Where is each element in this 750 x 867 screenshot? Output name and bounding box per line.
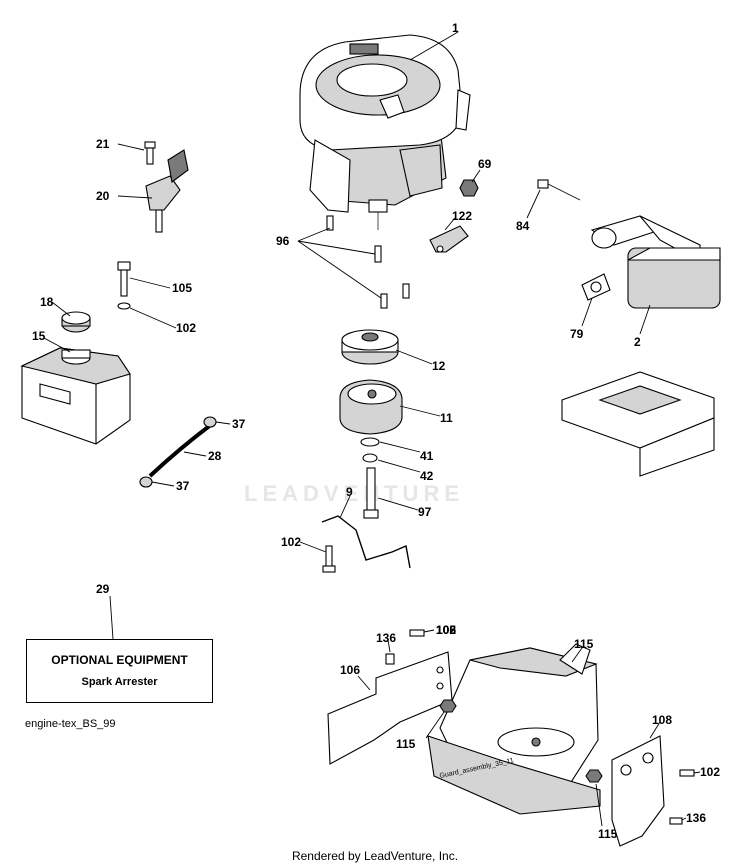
callout-11: 11 (440, 411, 453, 425)
nut-115-left-part[interactable] (439, 699, 457, 713)
callout-37-bottom: 37 (176, 479, 190, 493)
callout-69: 79 (570, 327, 584, 341)
bolt-79-part[interactable] (537, 179, 581, 201)
callout-9: 9 (346, 485, 353, 499)
callout-97: 105 (172, 281, 192, 295)
screw-136-right-part[interactable] (669, 817, 683, 825)
callout-20: 20 (96, 189, 110, 203)
callout-102-right-visible-label: 102 (700, 765, 720, 779)
watermark: LEADVENTURE (244, 481, 465, 506)
callout-136-right: 136 (686, 811, 706, 825)
bracket-122-part[interactable] (429, 225, 469, 253)
guard-108-part[interactable] (427, 643, 601, 815)
reference-code: engine-tex_BS_99 (25, 718, 116, 730)
screw-21-part[interactable] (144, 141, 156, 165)
callout-136-top: 136 (376, 631, 396, 645)
fuel-tank-15-part[interactable] (20, 347, 131, 445)
callout-105: 106 (340, 663, 360, 677)
gasket-69-part[interactable] (581, 273, 611, 301)
screw-102-right-part[interactable] (679, 769, 695, 777)
callout-41: 41 (420, 449, 434, 463)
rod-9-part[interactable] (321, 515, 411, 569)
callout-45: 69 (478, 157, 492, 171)
callout-12: 12 (432, 359, 446, 373)
callout-96: 102 (176, 321, 196, 335)
screw-102-top-part[interactable] (409, 629, 425, 637)
callout-15: 15 (32, 329, 46, 343)
callout-29: 29 (96, 582, 110, 596)
screw-97-part[interactable] (117, 261, 131, 297)
side-plate-106-part[interactable] (611, 735, 665, 847)
spark-arrester-label: Spark Arrester (81, 676, 158, 688)
clutch-11-part[interactable] (339, 379, 403, 435)
nut-45-part[interactable] (459, 179, 479, 197)
optional-equipment-box: OPTIONAL EQUIPMENT Spark Arrester (26, 639, 213, 703)
frame-bracket-part[interactable] (561, 371, 715, 477)
callout-37-top: 37 (232, 417, 246, 431)
muffler-part[interactable] (590, 215, 721, 309)
screw-136-top-part[interactable] (385, 653, 395, 665)
callout-102-top: 106 (436, 623, 456, 637)
bolt-90-part[interactable] (322, 545, 336, 573)
callout-28: 28 (208, 449, 222, 463)
fuel-cap-18-part[interactable] (61, 311, 91, 333)
footer-credit: Rendered by LeadVenture, Inc. (291, 849, 459, 863)
callout-79: 84 (516, 219, 530, 233)
callout-84: 96 (276, 234, 290, 248)
washer-96-part[interactable] (117, 302, 131, 310)
washer-42-part[interactable] (362, 453, 378, 463)
washer-41-part[interactable] (360, 437, 380, 447)
nut-115-right-part[interactable] (585, 769, 603, 783)
pulley-12-part[interactable] (341, 329, 399, 365)
callout-122: 122 (452, 209, 472, 223)
callout-2: 2 (634, 335, 641, 349)
optional-equipment-title: OPTIONAL EQUIPMENT (51, 653, 188, 667)
callout-115-left: 115 (396, 737, 416, 751)
callout-102-top-label: 105 (436, 623, 456, 637)
callout-18: 18 (40, 295, 54, 309)
bolt-85-part[interactable] (363, 467, 379, 519)
bolts-84-part[interactable] (326, 215, 410, 309)
callout-42: 42 (420, 469, 434, 483)
clamp-37-bottom-part[interactable] (139, 476, 153, 488)
clamp-37-top-part[interactable] (203, 416, 217, 428)
engine-part[interactable] (299, 34, 471, 230)
callout-102-top-visible-label: 102 (436, 623, 456, 637)
callout-106: 108 (652, 713, 672, 727)
callout-108: 115 (574, 637, 594, 651)
callout-90: 102 (281, 535, 301, 549)
callout-85: 97 (418, 505, 432, 519)
throttle-control-20-part[interactable] (145, 149, 189, 233)
fuel-line-28-part[interactable] (148, 422, 214, 478)
callout-115-right: 115 (598, 827, 618, 841)
callout-21: 21 (96, 137, 110, 151)
callout-1: 1 (452, 21, 459, 35)
